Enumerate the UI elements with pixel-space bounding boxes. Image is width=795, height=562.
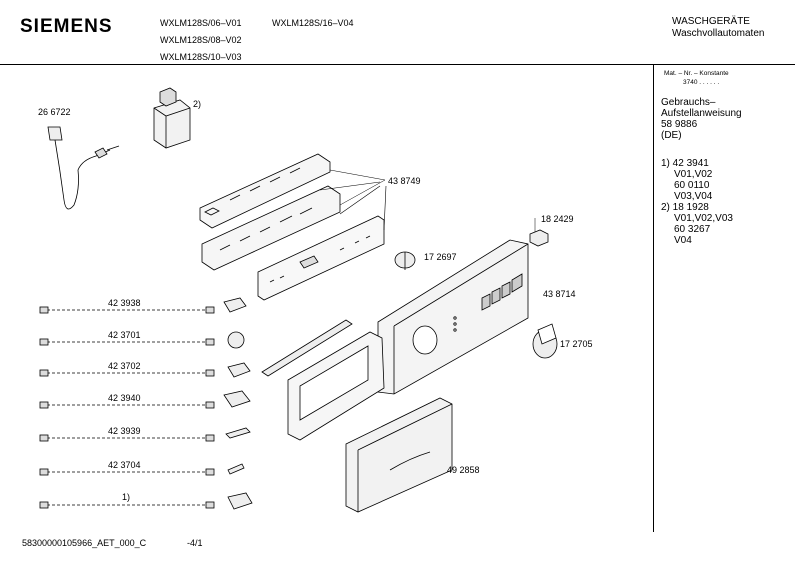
brand-logo: SIEMENS: [20, 16, 113, 37]
manual-number: 58 9886: [661, 119, 698, 130]
callout-harness: 42 3701: [108, 330, 141, 340]
drawer-front-drawing: [345, 397, 453, 513]
note-line: V04: [674, 235, 692, 246]
filter-drawing: [153, 87, 191, 149]
header-divider: [0, 64, 795, 65]
control-module-drawing: [199, 153, 387, 301]
callout-control-module: 43 8749: [388, 176, 421, 186]
callout-harness: 1): [122, 492, 131, 502]
note-line: V01,V02: [674, 169, 713, 180]
document-id: 58300000105966_AET_000_C: [22, 538, 147, 548]
note-line: V03,V04: [674, 191, 713, 202]
manual-language: (DE): [661, 130, 682, 141]
mat-number-value: 3740 . . . . . .: [683, 79, 720, 86]
note-line: 60 0110: [674, 180, 710, 191]
large-knob-drawing: [532, 323, 558, 359]
callout-harness: 42 3938: [108, 298, 141, 308]
note-line: 2) 18 1928: [661, 202, 709, 213]
manual-line-2: Aufstellanweisung: [661, 108, 742, 119]
category-title: WASCHGERÄTE: [672, 16, 750, 27]
power-cord-drawing: [47, 126, 120, 210]
model-number-3: WXLM128S/08–V02: [160, 35, 242, 45]
callout-harness: 42 3702: [108, 361, 141, 371]
note-line: 60 3267: [674, 224, 711, 235]
note-line: 1) 42 3941: [661, 158, 709, 169]
callout-large-knob: 17 2705: [560, 339, 593, 349]
mat-number-label: Mat. – Nr. – Konstante: [664, 70, 729, 77]
model-number-2: WXLM128S/16–V04: [272, 18, 354, 28]
callout-small-knob: 17 2697: [424, 252, 457, 262]
callout-fascia: 43 8714: [543, 289, 576, 299]
category-subtitle: Waschvollautomaten: [672, 28, 765, 39]
manual-line-1: Gebrauchs–: [661, 97, 716, 108]
sidebar-divider: [653, 64, 654, 532]
callout-harness: 42 3940: [108, 393, 141, 403]
callout-switch: 18 2429: [541, 214, 574, 224]
callout-harness: 42 3704: [108, 460, 141, 470]
small-knob-drawing: [394, 251, 416, 270]
wire-harness-drawings: [39, 297, 253, 510]
page-number: -4/1: [187, 538, 203, 548]
callout-power-cord: 26 6722: [38, 107, 71, 117]
drawer-frame-drawing: [261, 319, 385, 441]
model-number-1: WXLM128S/06–V01: [160, 18, 242, 28]
callout-drawer-front: 49 2858: [447, 465, 480, 475]
note-line: V01,V02,V03: [674, 213, 733, 224]
callout-harness: 42 3939: [108, 426, 141, 436]
model-number-4: WXLM128S/10–V03: [160, 52, 242, 62]
small-switch-drawing: [529, 229, 549, 247]
callout-filter: 2): [193, 99, 202, 109]
